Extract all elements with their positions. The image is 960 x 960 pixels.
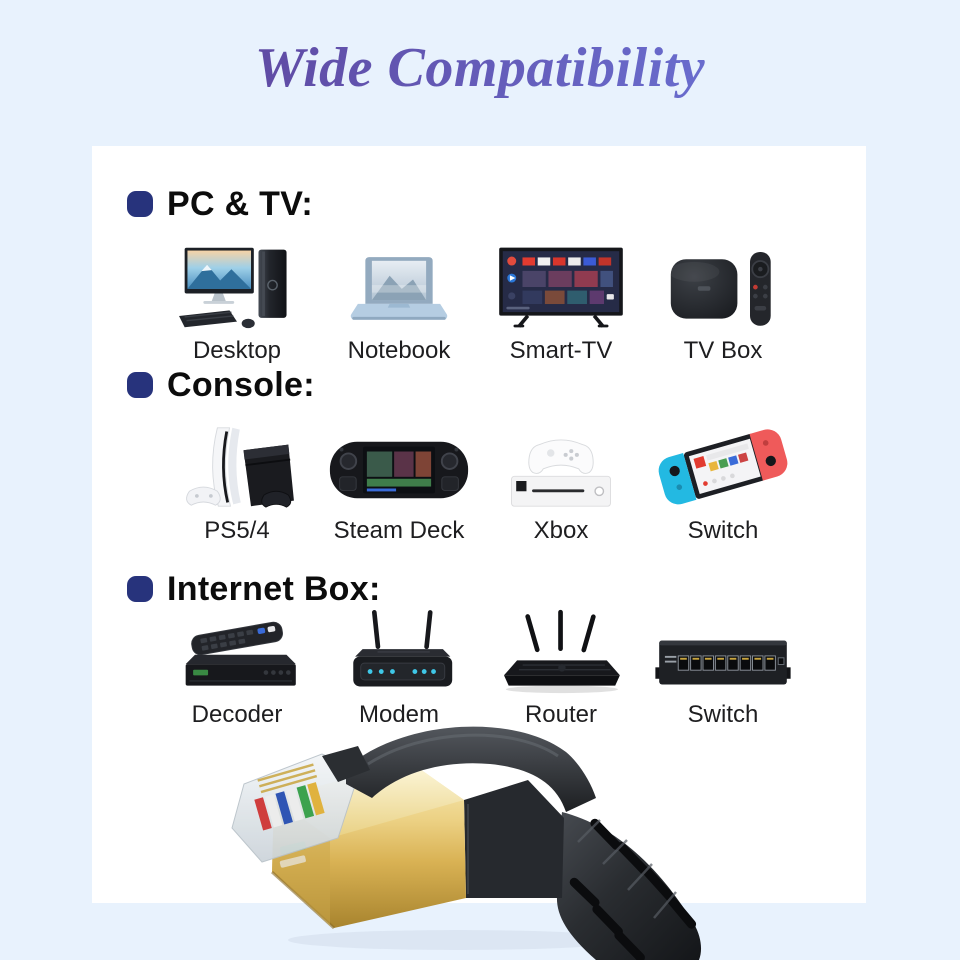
xbox-icon [491, 422, 631, 510]
device-label: Switch [687, 517, 759, 544]
device-label: TV Box [683, 337, 763, 364]
device-row-console: PS5/4 Steam Deck [156, 422, 804, 545]
smart-tv-icon [489, 242, 633, 330]
network-switch-icon [651, 606, 795, 694]
bullet-icon [127, 372, 153, 398]
tv-box-icon [660, 242, 786, 330]
device-item-xbox: Xbox [480, 422, 642, 545]
ethernet-cable-rj45-connector [231, 726, 702, 960]
desktop-icon [173, 242, 301, 330]
bullet-icon [127, 191, 153, 217]
device-item-router: Router [480, 606, 642, 729]
notebook-icon [335, 242, 463, 330]
section-header-internet-box: Internet Box: [127, 569, 381, 609]
device-item-ps5-4: PS5/4 [156, 422, 318, 545]
device-label: Modem [358, 701, 440, 728]
page-title: Wide Compatibility [0, 36, 960, 100]
device-label: Decoder [191, 701, 283, 728]
bullet-icon [127, 576, 153, 602]
section-header-pc-tv: PC & TV: [127, 184, 313, 224]
section-label: PC & TV: [167, 184, 313, 223]
device-label: Desktop [192, 337, 282, 364]
decoder-icon [167, 606, 307, 694]
modem-icon [329, 606, 469, 694]
device-item-tv-box: TV Box [642, 242, 804, 365]
steam-deck-icon [326, 422, 472, 510]
device-item-modem: Modem [318, 606, 480, 729]
nintendo-switch-icon [653, 422, 793, 510]
device-label: Xbox [533, 517, 589, 544]
device-item-notebook: Notebook [318, 242, 480, 365]
device-item-desktop: Desktop [156, 242, 318, 365]
router-icon [490, 606, 632, 694]
section-label: Console: [167, 365, 315, 404]
device-item-network-switch: Switch [642, 606, 804, 729]
device-label: PS5/4 [204, 517, 270, 544]
device-label: Steam Deck [333, 517, 465, 544]
device-label: Router [524, 701, 598, 728]
device-label: Smart-TV [509, 337, 613, 364]
device-item-decoder: Decoder [156, 606, 318, 729]
device-item-steam-deck: Steam Deck [318, 422, 480, 545]
device-label: Switch [687, 701, 759, 728]
device-item-smart-tv: Smart-TV [480, 242, 642, 365]
content-card: PC & TV: [92, 146, 866, 903]
device-row-internet-box: Decoder Modem [156, 606, 804, 729]
section-label: Internet Box: [167, 569, 381, 608]
playstation-icon [167, 422, 307, 510]
device-item-nintendo-switch: Switch [642, 422, 804, 545]
device-row-pc-tv: Desktop Note [156, 242, 804, 365]
section-header-console: Console: [127, 365, 315, 405]
device-label: Notebook [347, 337, 451, 364]
